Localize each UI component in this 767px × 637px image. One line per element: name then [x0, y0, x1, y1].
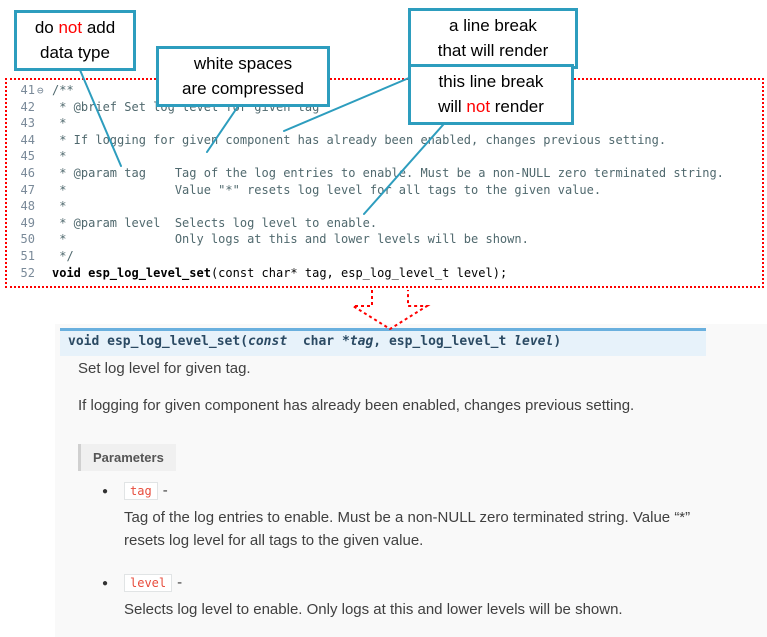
code-editor: 41⊖ /** 42 * @brief Set log level for giv…: [5, 78, 764, 288]
param-name-level: level: [124, 574, 173, 592]
code-line: 46 * @param tag Tag of the log entries t…: [13, 166, 762, 183]
callout-whitespace: white spaces are compressed: [156, 46, 330, 108]
line-number: 45: [20, 149, 35, 164]
line-number: 49: [20, 215, 35, 230]
callout-break-render: a line break that will render: [408, 8, 578, 70]
bullet-icon: ●: [102, 486, 109, 497]
param-name-tag: tag: [124, 482, 158, 500]
param-desc-level: Selects log level to enable. Only logs a…: [124, 601, 623, 618]
code-text: * Only logs at this and lower levels wil…: [52, 232, 529, 247]
callout-break-norender: this line break will not render: [408, 64, 574, 126]
parameters-list: ● tag- Tag of the log entries to enable.…: [100, 482, 715, 637]
line-number: 41: [20, 83, 35, 97]
code-line: 51 */: [13, 249, 762, 266]
sig-type-loglevel: esp_log_level_t: [388, 334, 515, 349]
callout-line2: are compressed: [182, 78, 304, 98]
line-number: 44: [20, 132, 35, 147]
param-item-tag: ● tag- Tag of the log entries to enable.…: [100, 482, 715, 552]
param-dash: -: [162, 482, 168, 499]
not-emphasis: not: [466, 96, 491, 116]
code-line: 48 *: [13, 199, 762, 216]
code-line: 47 * Value "*" resets log level for all …: [13, 183, 762, 200]
sig-type-char: char *: [295, 334, 350, 349]
rendered-docs-panel: [55, 324, 767, 637]
code-text: * @param tag Tag of the log entries to e…: [52, 165, 724, 180]
callout-no-datatype: do not add data type: [14, 10, 136, 72]
sig-arg-tag: tag: [349, 334, 374, 349]
sig-return-type: void: [68, 334, 108, 349]
callout-line2: data type: [40, 42, 110, 62]
function-name: esp_log_level_set: [88, 265, 211, 280]
callout-line1: white spaces: [193, 54, 293, 73]
keyword-void: void: [52, 265, 89, 280]
line-number: 43: [20, 116, 35, 131]
sig-arg-level: level: [514, 334, 554, 349]
code-line: 41⊖ /**: [13, 83, 762, 100]
code-text: * Value "*" resets log level for all tag…: [52, 182, 602, 197]
parameters-label: Parameters: [78, 444, 176, 471]
code-line: 44 * If logging for given component has …: [13, 133, 762, 150]
callout-line1: a line break: [449, 16, 537, 35]
doc-brief-text: Set log level for given tag.: [78, 360, 251, 377]
bullet-icon: ●: [102, 578, 109, 589]
line-number: 47: [20, 182, 35, 197]
callout-line1: this line break: [438, 72, 544, 91]
code-text: * If logging for given component has alr…: [52, 132, 667, 147]
code-line-function-declaration: 52 void esp_log_level_set(const char* tag…: [13, 266, 762, 283]
code-line: 45 *: [13, 149, 762, 166]
code-line: 49 * @param level Selects log level to e…: [13, 216, 762, 233]
line-number: 42: [20, 99, 35, 114]
param-dash: -: [177, 574, 183, 591]
not-emphasis: not: [58, 18, 83, 37]
line-number: 46: [20, 165, 35, 180]
doc-detail-text: If logging for given component has alrea…: [78, 397, 635, 414]
function-signature: void esp_log_level_set(const char *tag, …: [60, 328, 706, 356]
line-number: 50: [20, 232, 35, 247]
fold-minus-icon: ⊖: [37, 84, 44, 97]
code-text: *: [52, 116, 67, 131]
code-text: * @param level Selects log level to enab…: [52, 215, 378, 230]
code-text: */: [52, 248, 74, 263]
function-args: (const char* tag, esp_log_level_t level)…: [210, 265, 508, 280]
line-number: 48: [20, 199, 35, 214]
code-text: /**: [52, 83, 74, 97]
param-desc-tag: Tag of the log entries to enable. Must b…: [124, 509, 691, 549]
code-line: 42 * @brief Set log level for given tag: [13, 100, 762, 117]
line-number: 51: [20, 248, 35, 263]
code-line: 43 *: [13, 116, 762, 133]
param-item-level: ● level- Selects log level to enable. On…: [100, 574, 715, 622]
code-line: 50 * Only logs at this and lower levels …: [13, 232, 762, 249]
sig-function-name: esp_log_level_set: [107, 334, 241, 349]
line-number: 52: [20, 265, 35, 280]
sig-const-keyword: const: [248, 334, 295, 349]
code-text: *: [52, 199, 67, 214]
callout-line2: that will render: [437, 40, 549, 60]
code-text: *: [52, 149, 67, 164]
